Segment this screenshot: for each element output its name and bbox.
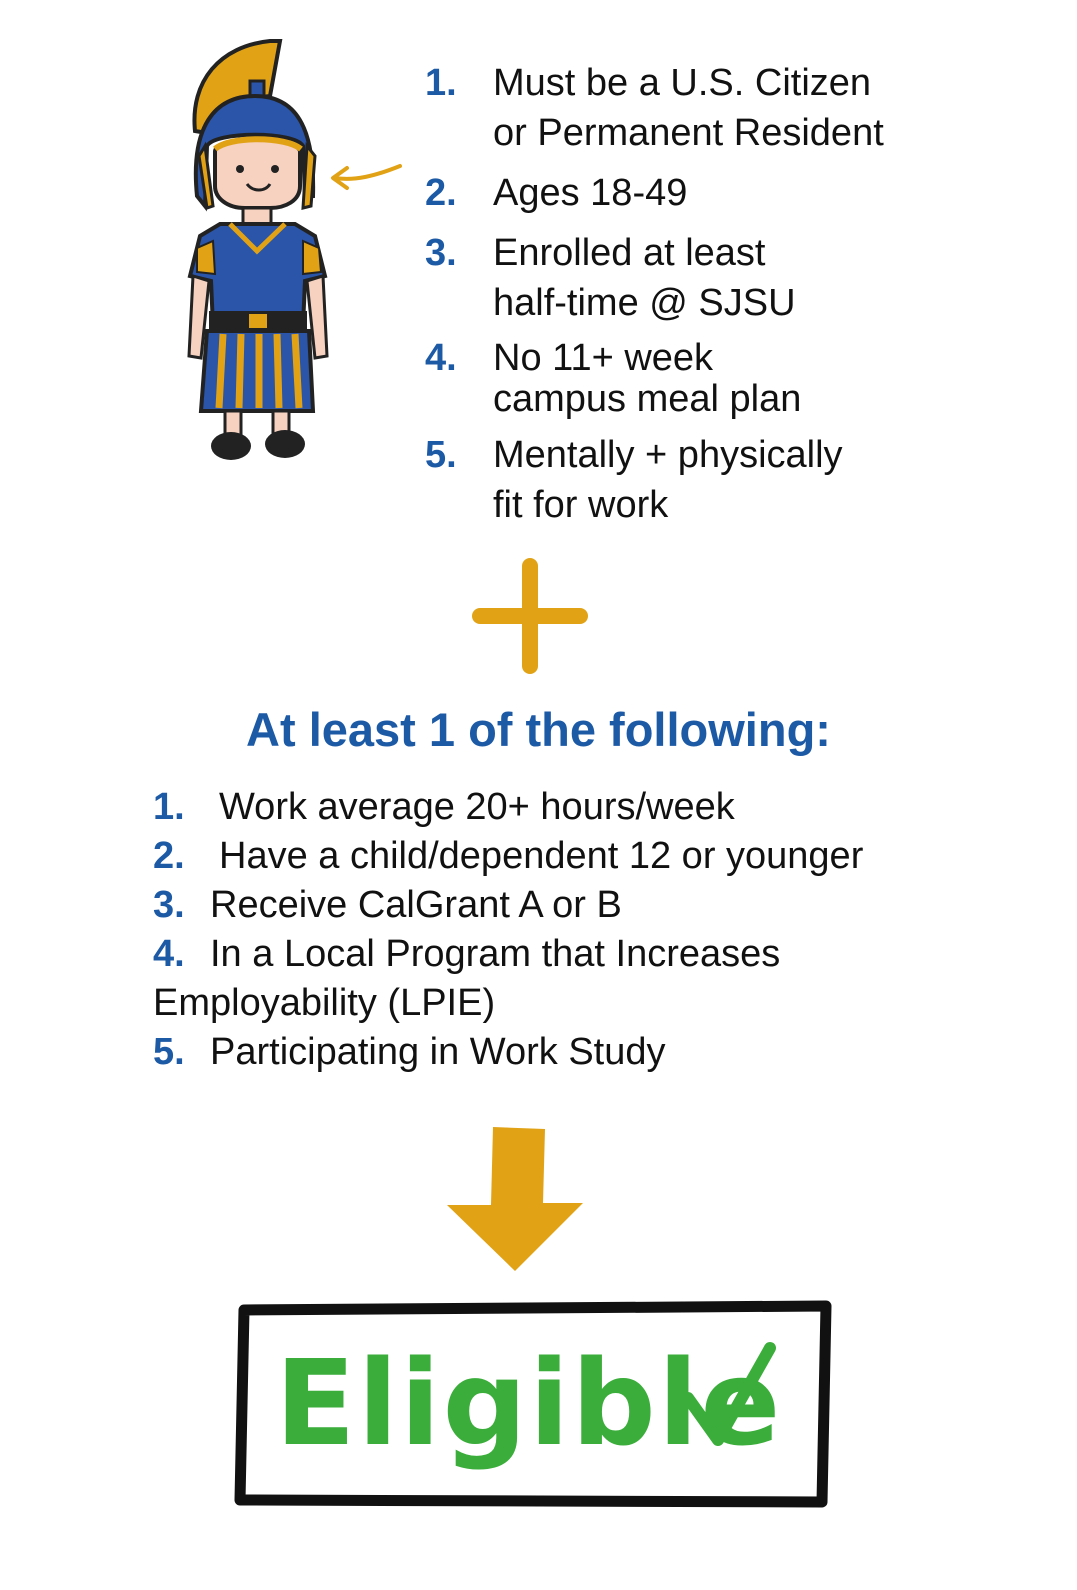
eligible-box [234, 1300, 832, 1508]
option-item: 3. Receive CalGrant A or B [153, 881, 1033, 930]
requirement-text: No 11+ week campus meal plan [493, 337, 802, 420]
down-arrow-icon [447, 1127, 583, 1271]
option-item: 4. In a Local Program that Increases Empl… [153, 930, 1033, 1028]
requirement-text: Ages 18-49 [493, 172, 688, 214]
option-item: 5. Participating in Work Study [153, 1028, 1033, 1077]
option-text: Receive CalGrant A or B [210, 884, 622, 926]
option-item: 2. Have a child/dependent 12 or younger [153, 832, 1033, 881]
option-text: Work average 20+ hours/week [219, 786, 735, 828]
requirement-number: 2. [425, 172, 457, 214]
option-text-continued: Employability (LPIE) [153, 982, 496, 1024]
requirement-number: 1. [425, 62, 457, 104]
option-number: 1. [153, 786, 185, 828]
requirement-item: 2. Ages 18-49 [425, 168, 1045, 218]
curved-arrow-icon [331, 164, 402, 190]
requirement-text: Mentally + physically fit for work [493, 434, 843, 526]
option-number: 4. [153, 933, 185, 975]
option-number: 2. [153, 835, 185, 877]
requirement-text: Enrolled at least half-time @ SJSU [493, 232, 796, 324]
requirement-number: 5. [425, 434, 457, 476]
additional-options-list: 1. Work average 20+ hours/week 2. Have a c… [153, 783, 1033, 1077]
plus-icon [472, 558, 588, 674]
option-text: Participating in Work Study [210, 1031, 666, 1073]
requirement-item: 4. No 11+ week campus meal plan [425, 338, 1045, 420]
option-text: Have a child/dependent 12 or younger [219, 835, 864, 877]
requirement-item: 1. Must be a U.S. Citizen or Permanent R… [425, 58, 1045, 158]
option-item: 1. Work average 20+ hours/week [153, 783, 1033, 832]
requirement-number: 4. [425, 337, 457, 379]
requirement-text: Must be a U.S. Citizen or Permanent Resi… [493, 62, 884, 154]
checkmark-icon [682, 1342, 776, 1446]
requirement-item: 3. Enrolled at least half-time @ SJSU [425, 228, 1045, 328]
option-number: 5. [153, 1031, 185, 1073]
spartan-mascot-icon [187, 39, 402, 460]
eligible-label: Eligible [275, 1334, 783, 1472]
requirement-item: 5. Mentally + physically fit for work [425, 430, 1045, 530]
section-heading: At least 1 of the following: [246, 703, 831, 756]
base-requirements-list: 1. Must be a U.S. Citizen or Permanent R… [425, 58, 1045, 540]
option-number: 3. [153, 884, 185, 926]
option-text: In a Local Program that Increases [210, 933, 781, 975]
requirement-number: 3. [425, 232, 457, 274]
